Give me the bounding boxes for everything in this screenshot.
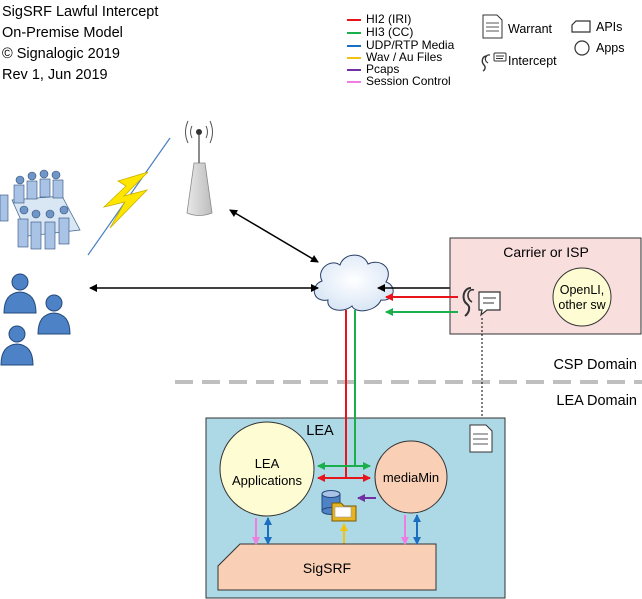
subtitle-line: On-Premise Model bbox=[2, 25, 123, 41]
diagram-title-block: SigSRF Lawful Intercept On-Premise Model… bbox=[2, 2, 158, 86]
legend-item-udp-rtp: UDP/RTP Media bbox=[347, 39, 454, 51]
legend-item-pcaps: Pcaps bbox=[347, 63, 399, 75]
lightning-icon bbox=[87, 137, 171, 256]
lea-title: LEA bbox=[306, 423, 334, 439]
legend-label: Wav / Au Files bbox=[366, 50, 443, 64]
lea-domain-label: LEA Domain bbox=[556, 393, 637, 409]
mediamin-label: mediaMin bbox=[383, 470, 439, 485]
legend-swatch-yellow bbox=[347, 56, 361, 59]
conference-room-icon bbox=[0, 169, 81, 250]
legend-label: Session Control bbox=[366, 74, 451, 88]
warrant-icon bbox=[469, 424, 493, 453]
legend-label: Pcaps bbox=[366, 62, 400, 76]
carrier-app-line2: other sw bbox=[558, 298, 606, 312]
title-line: SigSRF Lawful Intercept bbox=[2, 4, 159, 20]
api-icon bbox=[571, 20, 591, 33]
apis-legend-label: APIs bbox=[596, 20, 623, 34]
legend-swatch-pink bbox=[347, 80, 361, 83]
lea-applications-line2: Applications bbox=[232, 473, 303, 488]
app-icon bbox=[574, 40, 590, 56]
warrant-legend-label: Warrant bbox=[508, 22, 552, 36]
legend-label: HI3 (CC) bbox=[366, 25, 414, 39]
mediamin-node bbox=[374, 440, 448, 514]
legend-swatch-red bbox=[347, 18, 361, 21]
legend-label: HI2 (IRI) bbox=[366, 12, 412, 26]
lea-applications-node bbox=[219, 421, 315, 517]
carrier-app-line1: OpenLI, bbox=[560, 283, 604, 297]
intercept-icon bbox=[481, 52, 507, 72]
intercept-icon bbox=[462, 287, 501, 317]
lea-applications-line1: LEA bbox=[255, 456, 280, 471]
intercept-legend-label: Intercept bbox=[508, 54, 557, 68]
legend-swatch-purple bbox=[347, 68, 361, 71]
legend-label: UDP/RTP Media bbox=[366, 38, 455, 52]
people-group-icon bbox=[0, 273, 71, 366]
legend-item-session-control: Session Control bbox=[347, 75, 451, 87]
folder-icon bbox=[331, 502, 357, 522]
legend-item-hi3: HI3 (CC) bbox=[347, 26, 413, 38]
legend-item-hi2: HI2 (IRI) bbox=[347, 13, 411, 25]
legend-item-wav-au: Wav / Au Files bbox=[347, 51, 442, 63]
carrier-title: Carrier or ISP bbox=[503, 244, 589, 260]
legend-swatch-blue bbox=[347, 44, 361, 47]
link-tower-to-cloud bbox=[229, 209, 319, 263]
network-cloud-icon bbox=[313, 254, 394, 312]
cell-tower-icon bbox=[185, 120, 213, 216]
csp-domain-label: CSP Domain bbox=[553, 357, 637, 373]
legend-swatch-green bbox=[347, 31, 361, 34]
copyright-line: © Signalogic 2019 bbox=[2, 46, 120, 62]
sigsrf-label: SigSRF bbox=[303, 560, 351, 576]
revision-line: Rev 1, Jun 2019 bbox=[2, 67, 108, 83]
carrier-box bbox=[449, 237, 642, 335]
warrant-icon bbox=[482, 14, 503, 39]
apps-legend-label: Apps bbox=[596, 41, 625, 55]
